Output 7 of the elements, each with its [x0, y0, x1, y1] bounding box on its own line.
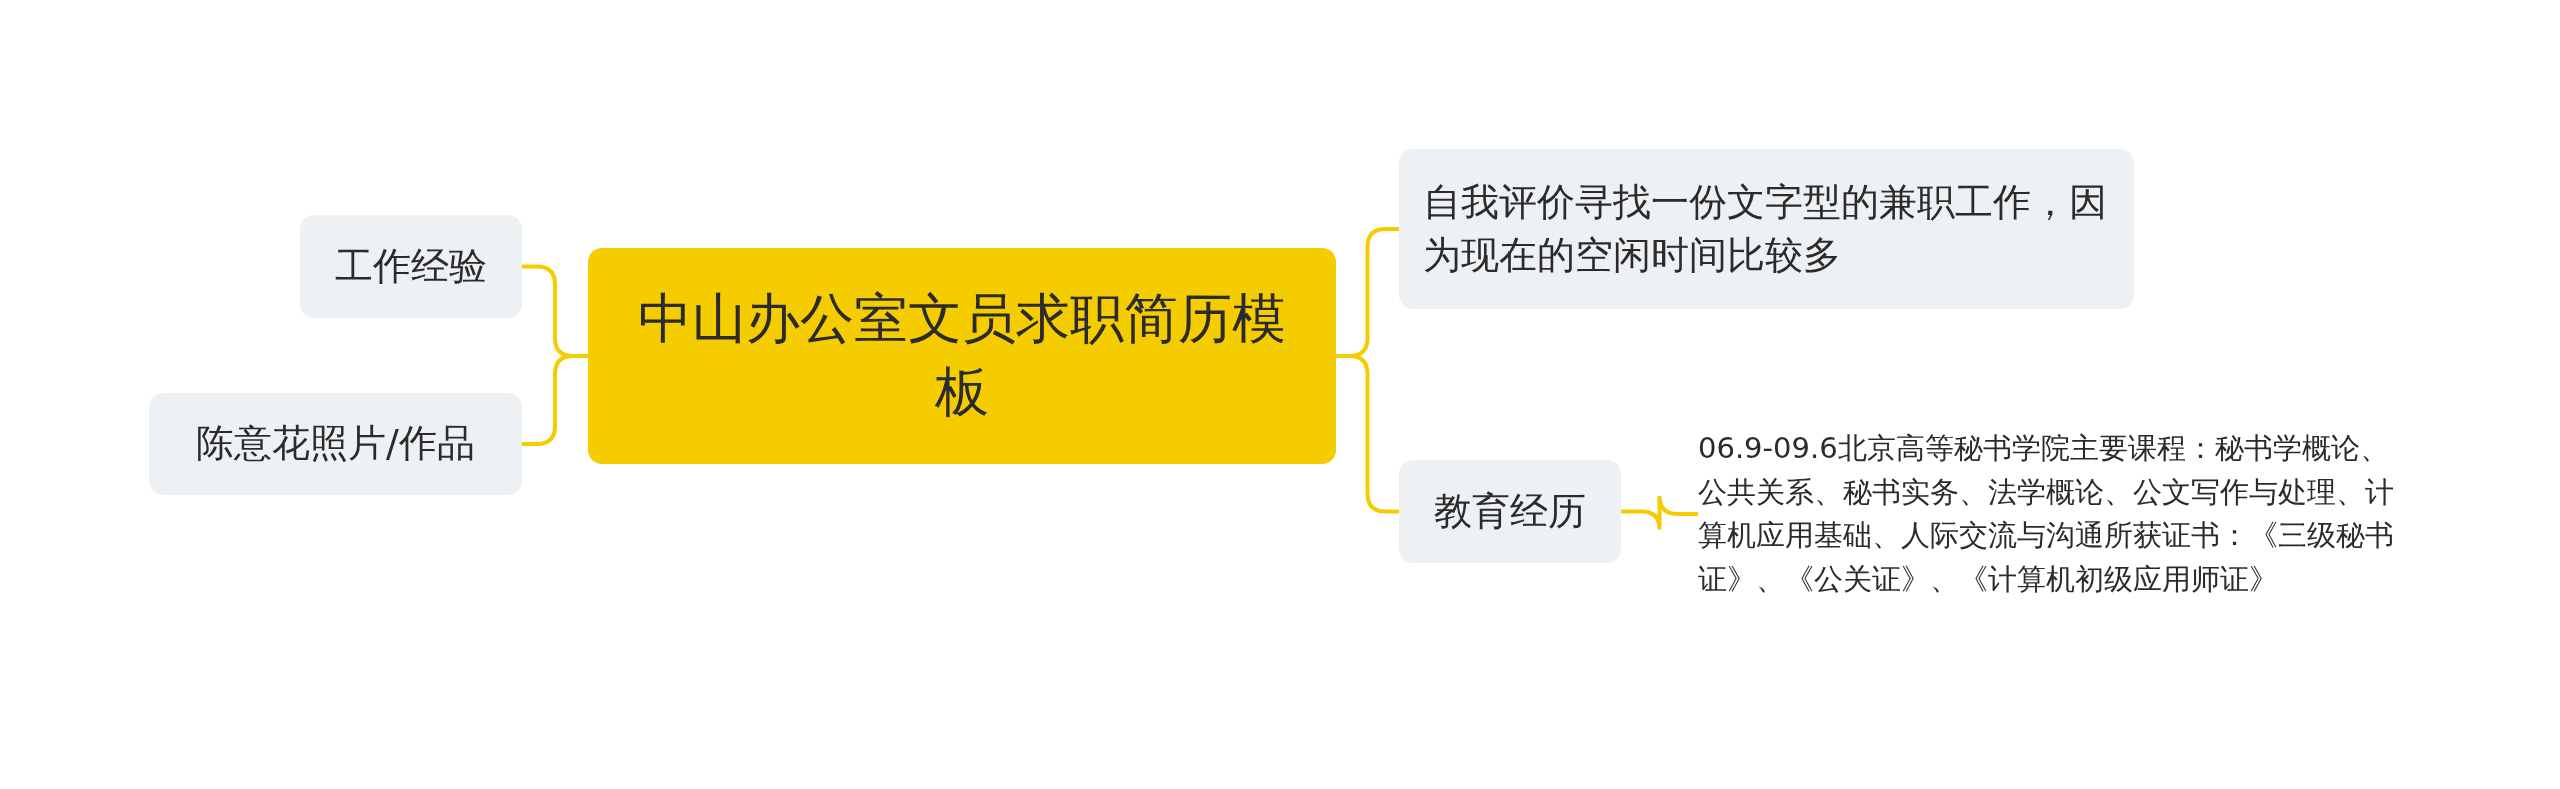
topic-box: 教育经历 [1399, 460, 1621, 563]
topic-box: 自我评价寻找一份文字型的兼职工作，因为现在的空闲时间比较多 [1399, 149, 2134, 309]
topic-box: 中山办公室文员求职简历模板 [588, 248, 1336, 464]
connector-line [1621, 494, 1698, 532]
topic-box: 陈意花照片/作品 [149, 393, 522, 495]
topic-box: 工作经验 [300, 215, 522, 318]
note-text: 06.9-09.6北京高等秘书学院主要课程：秘书学概论、公共关系、秘书实务、法学概论、公文写作与处理、计算机应用基础、人际交流与沟通所获证书：《三级秘书证》、《公关证》、《计算机初级应用师证》 [1698, 400, 2406, 628]
